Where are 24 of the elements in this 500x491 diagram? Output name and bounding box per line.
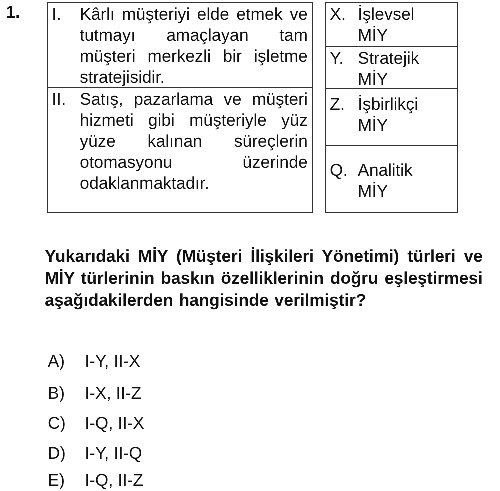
option-text: I-Y, II-X <box>85 352 140 372</box>
option-text: I-Q, II-Z <box>85 471 144 491</box>
item-text: İşlevsel MİY <box>358 4 416 46</box>
option-letter: D) <box>48 444 66 464</box>
question-number: 1. <box>6 2 20 23</box>
option-text: I-X, II-Z <box>85 384 142 404</box>
option-letter: C) <box>48 414 66 434</box>
item-text: Stratejik MİY <box>358 48 420 90</box>
item-text: Kârlı müşteriyi elde etmek ve tutmayı amaçlayan tam müşteri merkezli bir işletme stratejisidir. <box>80 4 308 88</box>
item-text: İşbirlikçi MİY <box>358 94 420 136</box>
item-number: X. <box>330 4 346 25</box>
item-number: Q. <box>330 160 348 181</box>
item-number: II. <box>52 89 66 110</box>
item-text: Satış, pazarlama ve müşteri hizmeti gibi müşteriyle yüz yüze kalınan süreçlerin otomasyonu üzerinde odaklanmaktadır. <box>80 89 308 194</box>
item-number: Y. <box>330 48 344 69</box>
option-letter: B) <box>48 384 65 404</box>
item-number: Z. <box>330 94 346 115</box>
option-text: I-Q, II-X <box>85 414 144 434</box>
question-text: Yukarıdaki MİY (Müşteri İlişkileri Yönetimi) türleri ve MİY türlerinin baskın özelliklerinin doğru eşleştirmesi aşağıdakilerden hangisinde verilmiştir? <box>45 246 483 312</box>
item-number: I. <box>52 4 62 25</box>
option-text: I-Y, II-Q <box>85 444 142 464</box>
option-letter: E) <box>48 471 65 491</box>
option-letter: A) <box>48 352 65 372</box>
item-text: Analitik MİY <box>358 160 414 202</box>
